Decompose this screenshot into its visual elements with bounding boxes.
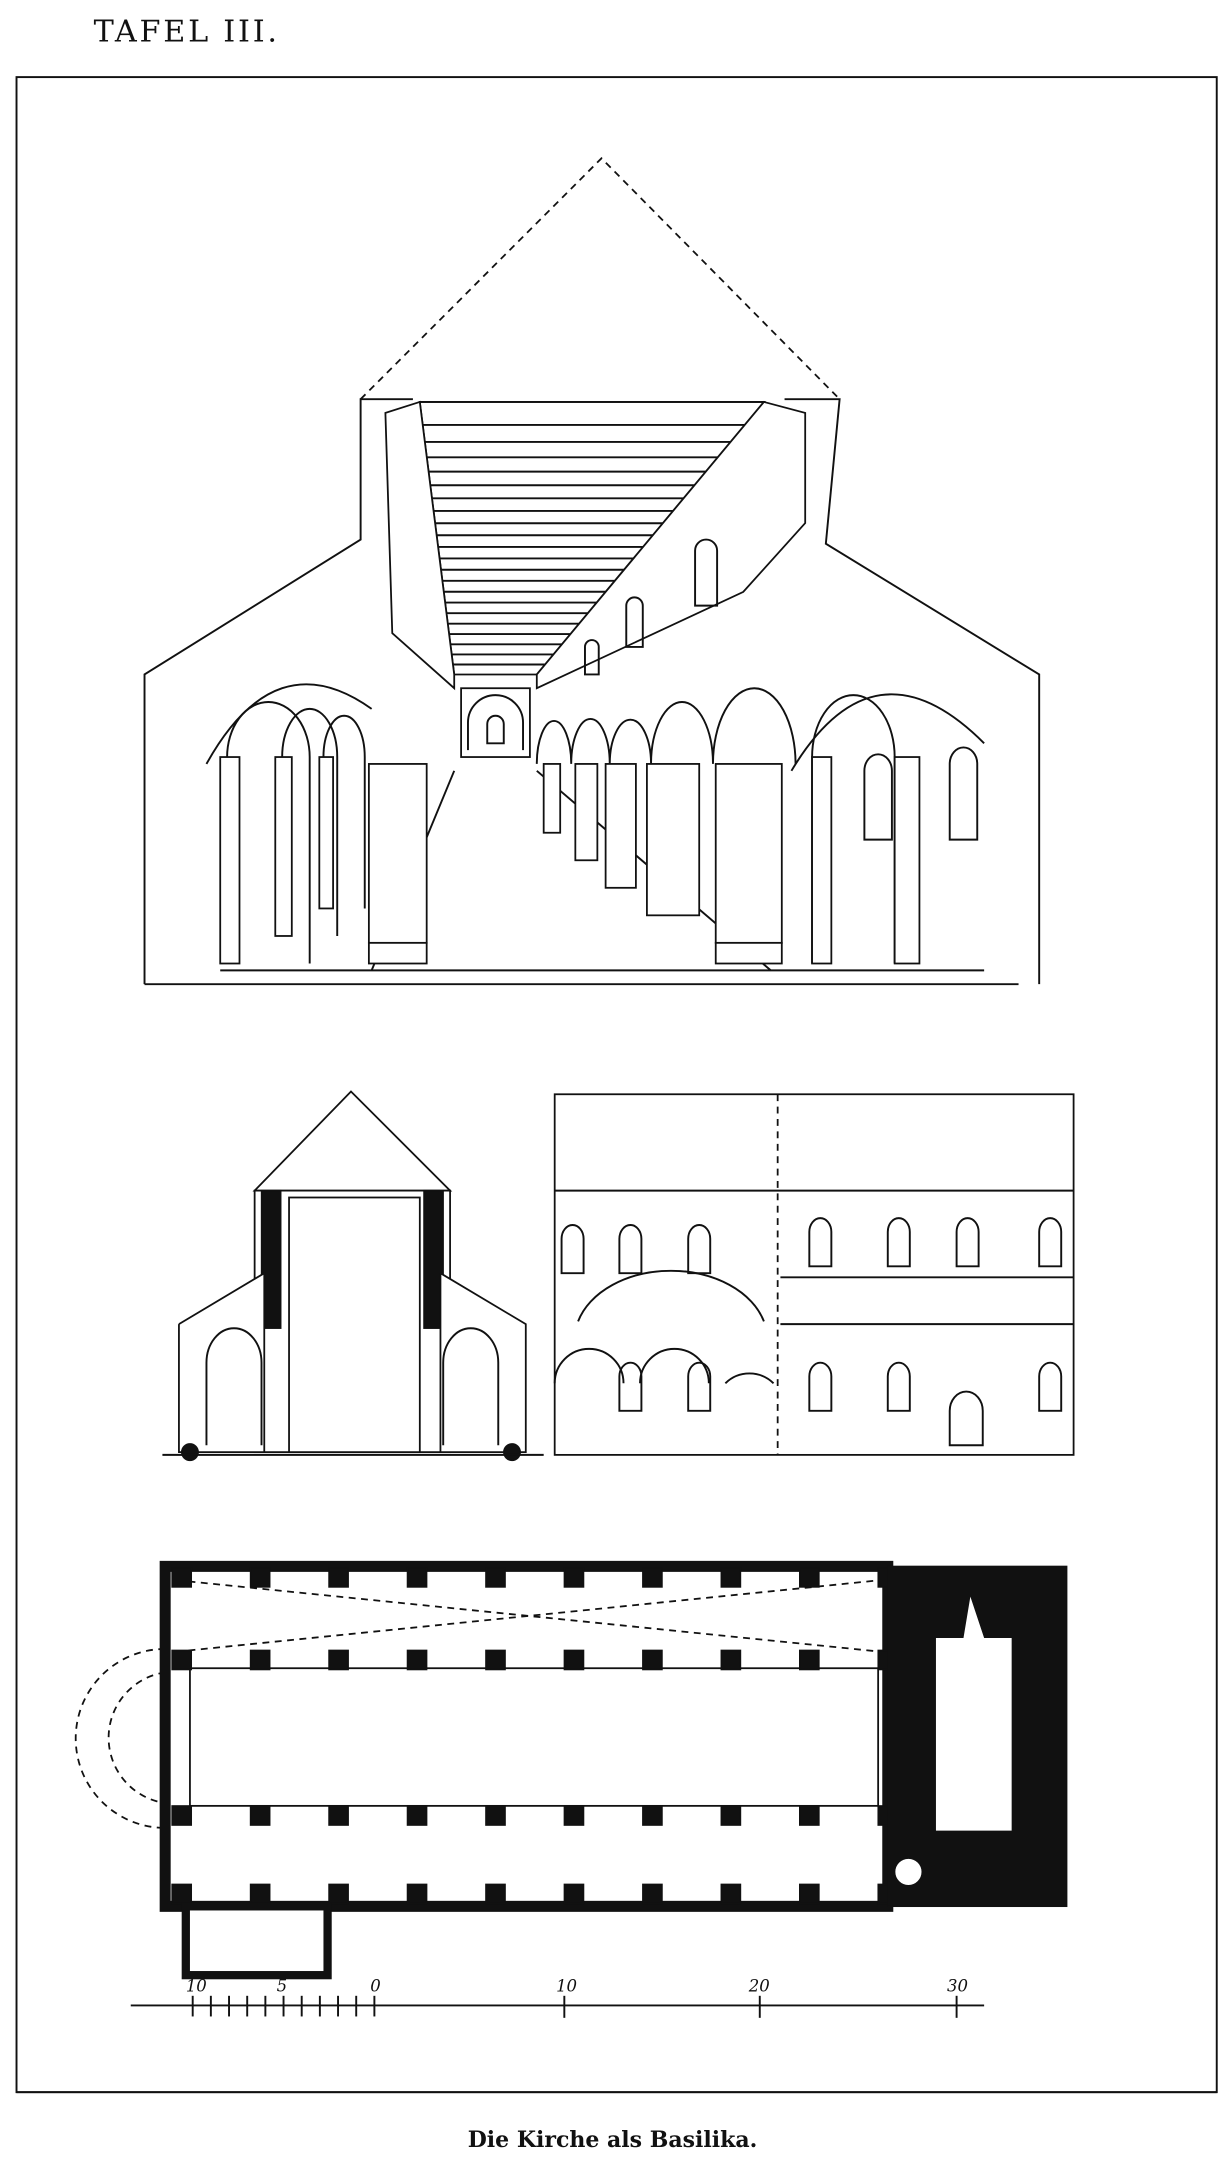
pier (249, 1567, 271, 1588)
pier (328, 1567, 349, 1588)
pier (171, 1649, 193, 1671)
pier (563, 1567, 585, 1588)
roof-outline-dashed (359, 157, 841, 400)
pier (328, 1805, 349, 1826)
pier (563, 1805, 585, 1826)
left-aisle-vaults (205, 683, 428, 965)
pier (563, 1883, 585, 1905)
pier (171, 1883, 193, 1905)
arched-window (687, 1224, 712, 1275)
pier (720, 1805, 742, 1826)
pier (328, 1649, 349, 1671)
scale-label: 5 (277, 1977, 288, 1996)
pier (485, 1567, 506, 1588)
pier (249, 1649, 271, 1671)
elevation-drawings (553, 1093, 1075, 1456)
pier (485, 1883, 506, 1905)
pier (642, 1567, 663, 1588)
pier (799, 1649, 820, 1671)
arched-window (808, 1217, 833, 1268)
pier (720, 1649, 742, 1671)
scale-bar: 10 5 0 10 20 30 (130, 1977, 985, 2018)
arched-window (1038, 1361, 1063, 1412)
pier (642, 1805, 663, 1826)
right-nave-arcade (535, 687, 985, 965)
pier (485, 1805, 506, 1826)
arched-window (618, 1361, 643, 1412)
arched-window (886, 1217, 911, 1268)
pier (642, 1883, 663, 1905)
scale-label: 10 (556, 1977, 577, 1996)
scale-label: 10 (186, 1977, 207, 1996)
pier (406, 1805, 428, 1826)
ground-plan (74, 1560, 1068, 1980)
pier (328, 1883, 349, 1905)
pier (642, 1649, 663, 1671)
arched-window (618, 1224, 643, 1275)
cross-section-drawing (162, 1090, 544, 1462)
perspective-interior-view (143, 157, 1041, 986)
pier (563, 1649, 585, 1671)
pier (799, 1805, 820, 1826)
pier (249, 1883, 271, 1905)
scale-label: 30 (947, 1977, 968, 1996)
arched-window (886, 1361, 911, 1412)
pier (799, 1567, 820, 1588)
scale-label: 20 (748, 1977, 770, 1996)
pier (171, 1805, 193, 1826)
arched-window (955, 1217, 980, 1268)
arched-window (1038, 1217, 1063, 1268)
arched-window (687, 1361, 712, 1412)
pier (720, 1567, 742, 1588)
plate-caption: Die Kirche als Basilika. (468, 2127, 758, 2153)
pier (406, 1567, 428, 1588)
pier (406, 1883, 428, 1905)
arched-window (560, 1224, 585, 1275)
pier (249, 1805, 271, 1826)
scale-label: 0 (370, 1977, 381, 1996)
pier (406, 1649, 428, 1671)
pier (485, 1649, 506, 1671)
pier (799, 1883, 820, 1905)
pier (171, 1567, 193, 1588)
plate-title: TAFEL III. (94, 14, 280, 49)
pier (720, 1883, 742, 1905)
arched-window (808, 1361, 833, 1412)
